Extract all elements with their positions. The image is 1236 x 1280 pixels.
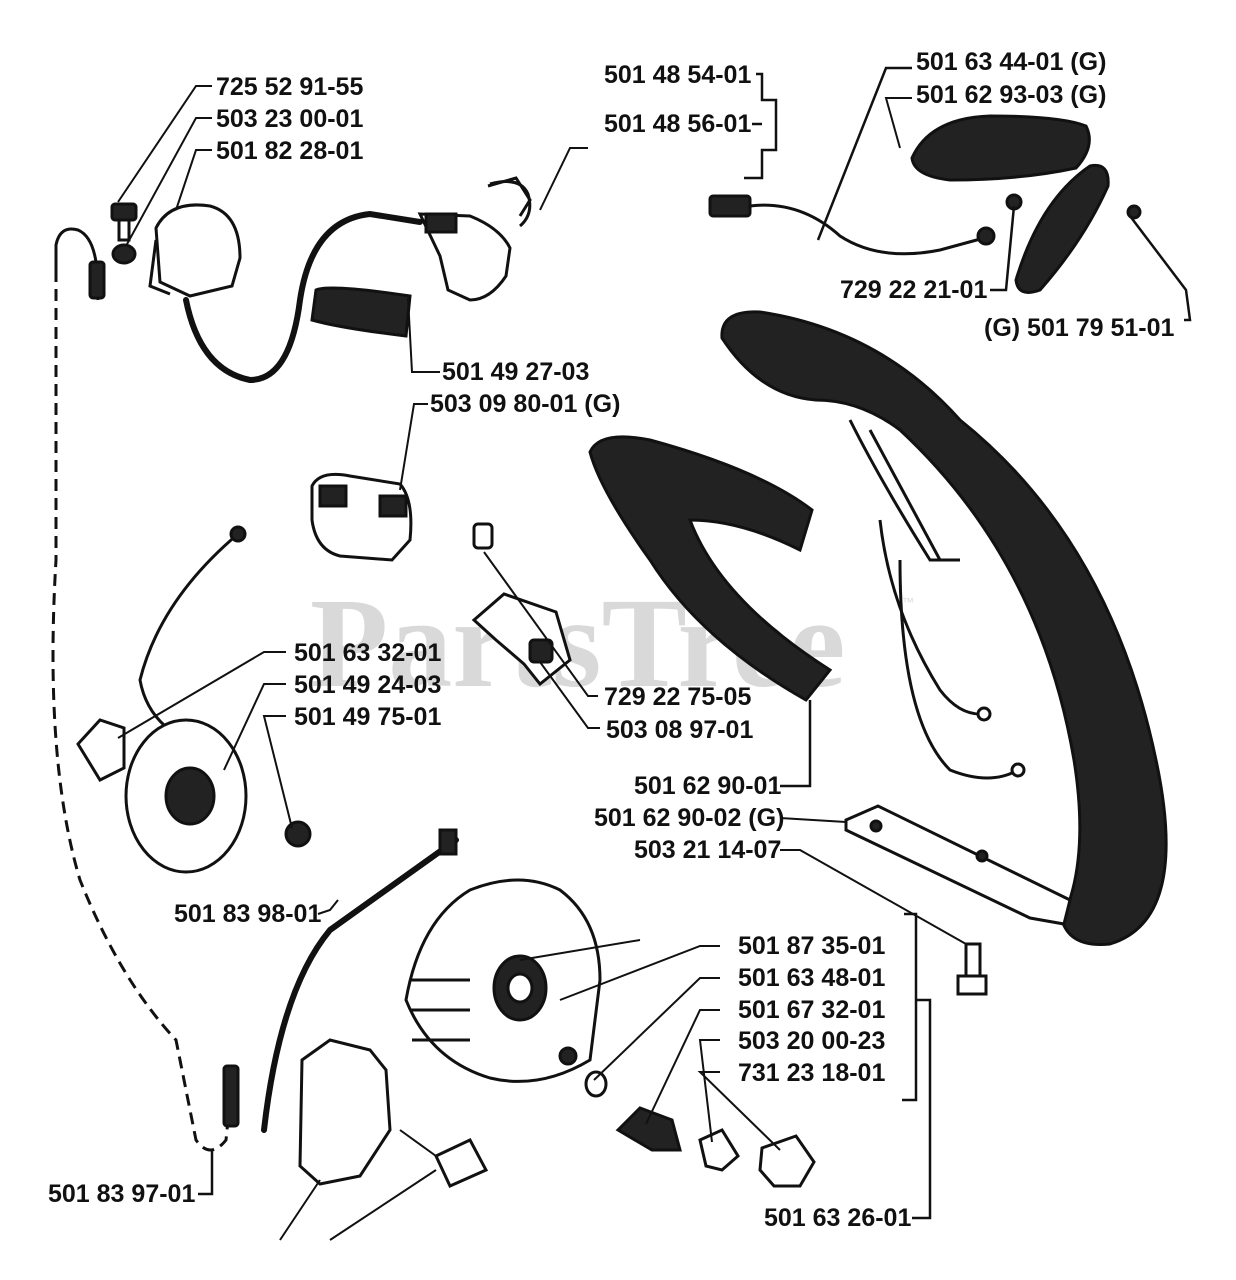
label-503-09-80-01: 503 09 80-01 (G) xyxy=(430,390,620,418)
handle-segment-part xyxy=(588,435,833,702)
handle-bar-part xyxy=(720,310,1168,946)
label-501-48-54-01: 501 48 54-01 xyxy=(604,61,751,89)
ignition-cable-part xyxy=(51,227,240,1152)
ignition-module-part xyxy=(298,1038,489,1188)
filter-part xyxy=(310,286,413,562)
label-725-52-91-55: 725 52 91-55 xyxy=(216,73,363,101)
ignition-cover-part xyxy=(148,203,423,384)
label-501-87-35-01: 501 87 35-01 xyxy=(738,932,885,960)
screw-part xyxy=(110,202,138,265)
watermark-trademark: ™ xyxy=(902,595,914,609)
grip-pad-part xyxy=(910,114,1142,294)
part-labels: 725 52 91-55 503 23 00-01 501 82 28-01 5… xyxy=(48,48,1174,1232)
label-501-63-32-01: 501 63 32-01 xyxy=(294,639,441,667)
label-501-62-90-01: 501 62 90-01 xyxy=(634,772,781,800)
short-wire-part xyxy=(708,194,996,256)
label-503-20-00-23: 503 20 00-23 xyxy=(738,1027,885,1055)
spring-part xyxy=(489,180,532,228)
label-501-49-27-03: 501 49 27-03 xyxy=(442,358,589,386)
cylinder-part xyxy=(404,878,816,1188)
label-501-79-51-01: (G) 501 79 51-01 xyxy=(984,314,1174,342)
label-501-67-32-01: 501 67 32-01 xyxy=(738,996,885,1024)
label-501-48-56-01: 501 48 56-01 xyxy=(604,110,751,138)
switch-part xyxy=(417,176,532,302)
label-501-62-93-03: 501 62 93-03 (G) xyxy=(916,81,1106,109)
label-731-23-18-01: 731 23 18-01 xyxy=(738,1059,885,1087)
label-729-22-21-01: 729 22 21-01 xyxy=(840,276,987,304)
label-501-62-90-02: 501 62 90-02 (G) xyxy=(594,804,784,832)
flywheel-part xyxy=(76,525,312,874)
label-501-49-24-03: 501 49 24-03 xyxy=(294,671,441,699)
label-501-63-48-01: 501 63 48-01 xyxy=(738,964,885,992)
label-501-49-75-01: 501 49 75-01 xyxy=(294,703,441,731)
bracket-part xyxy=(471,522,572,687)
leader-lines xyxy=(117,66,1192,1241)
label-503-23-00-01: 503 23 00-01 xyxy=(216,105,363,133)
label-501-83-97-01: 501 83 97-01 xyxy=(48,1180,195,1208)
bolt-part xyxy=(956,942,988,996)
label-501-63-44-01: 501 63 44-01 (G) xyxy=(916,48,1106,76)
label-501-63-26-01: 501 63 26-01 xyxy=(764,1204,911,1232)
label-503-21-14-07: 503 21 14-07 xyxy=(634,836,781,864)
label-501-82-28-01: 501 82 28-01 xyxy=(216,137,363,165)
label-729-22-75-05: 729 22 75-05 xyxy=(604,683,751,711)
ignition-wire-part xyxy=(261,828,459,1133)
label-503-08-97-01: 503 08 97-01 xyxy=(606,716,753,744)
label-501-83-98-01: 501 83 98-01 xyxy=(174,900,321,928)
